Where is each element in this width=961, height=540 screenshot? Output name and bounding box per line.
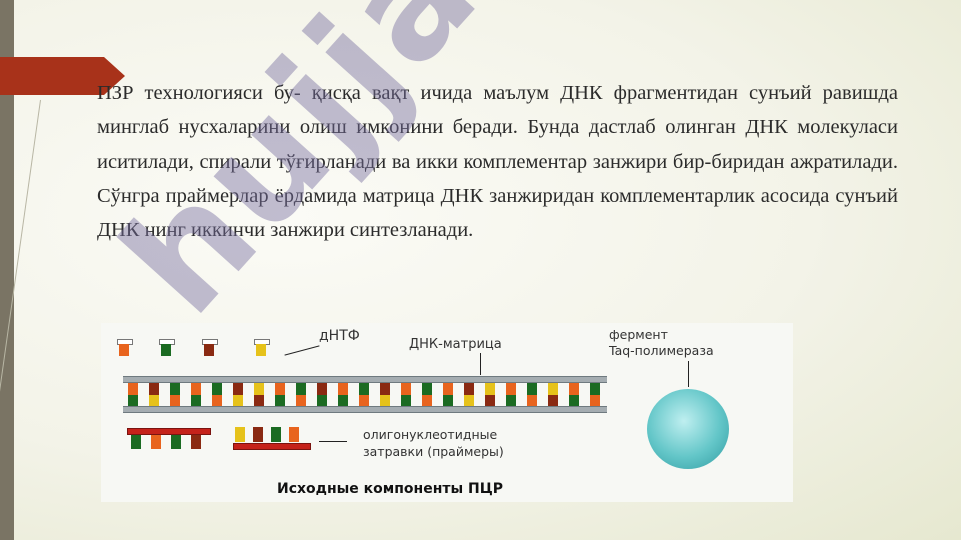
base-top [422, 383, 432, 395]
base-bottom [569, 395, 579, 406]
base-bottom [254, 395, 264, 406]
base-bottom [401, 395, 411, 406]
dntp-base [256, 344, 266, 356]
base-top [506, 383, 516, 395]
primer-base [289, 427, 299, 442]
base-bottom [338, 395, 348, 406]
base-bottom [464, 395, 474, 406]
taq-polymerase-sphere [647, 389, 729, 469]
enzyme-arrow [688, 361, 689, 387]
base-top [338, 383, 348, 395]
base-top [401, 383, 411, 395]
enzyme-label-2: Taq-полимераза [609, 343, 714, 358]
slide-paragraph: ПЗР технологияси бу- қисқа вақт ичида ма… [97, 82, 898, 242]
base-bottom [506, 395, 516, 406]
primer-1-backbone [127, 428, 211, 435]
base-bottom [443, 395, 453, 406]
primers-label-2: затравки (праймеры) [363, 444, 504, 459]
base-top [233, 383, 243, 395]
base-bottom [380, 395, 390, 406]
primer-base [151, 435, 161, 449]
base-top [359, 383, 369, 395]
base-top [275, 383, 285, 395]
base-top [191, 383, 201, 395]
figure-caption: Исходные компоненты ПЦР [277, 481, 503, 497]
base-bottom [191, 395, 201, 406]
base-bottom [275, 395, 285, 406]
base-bottom [128, 395, 138, 406]
base-top [128, 383, 138, 395]
dntp-base [161, 344, 171, 356]
enzyme-label-1: фермент [609, 327, 668, 342]
base-bottom [590, 395, 600, 406]
dna-strand-top [123, 376, 607, 383]
primer-base [131, 435, 141, 449]
base-top [569, 383, 579, 395]
primer-base [271, 427, 281, 442]
base-top [464, 383, 474, 395]
base-bottom [548, 395, 558, 406]
base-top [149, 383, 159, 395]
base-bottom [149, 395, 159, 406]
base-top [443, 383, 453, 395]
dntp-label: дНТФ [319, 328, 360, 344]
base-top [485, 383, 495, 395]
base-bottom [422, 395, 432, 406]
base-bottom [296, 395, 306, 406]
primer-base [253, 427, 263, 442]
primer-base [191, 435, 201, 449]
pcr-components-figure: дНТФ ДНК-матрица фермент Taq-полимераза … [101, 323, 793, 502]
base-bottom [359, 395, 369, 406]
base-top [548, 383, 558, 395]
base-top [317, 383, 327, 395]
dntp-base [204, 344, 214, 356]
left-accent-bar [0, 0, 14, 540]
primer-base [171, 435, 181, 449]
base-top [170, 383, 180, 395]
base-top [527, 383, 537, 395]
title-arrow-shape [0, 57, 125, 95]
base-top [212, 383, 222, 395]
base-top [590, 383, 600, 395]
base-bottom [233, 395, 243, 406]
dntp-base [119, 344, 129, 356]
base-top [296, 383, 306, 395]
dna-strand-bottom [123, 406, 607, 413]
primers-label-1: олигонуклеотидные [363, 427, 498, 442]
dntp-arrow [284, 345, 320, 356]
template-arrow [480, 353, 481, 375]
base-bottom [212, 395, 222, 406]
base-bottom [317, 395, 327, 406]
primer-2-backbone [233, 443, 311, 450]
base-bottom [170, 395, 180, 406]
primer-base [235, 427, 245, 442]
base-bottom [485, 395, 495, 406]
base-bottom [527, 395, 537, 406]
base-top [254, 383, 264, 395]
template-label: ДНК-матрица [409, 337, 502, 352]
primer-arrow [319, 441, 347, 442]
base-top [380, 383, 390, 395]
